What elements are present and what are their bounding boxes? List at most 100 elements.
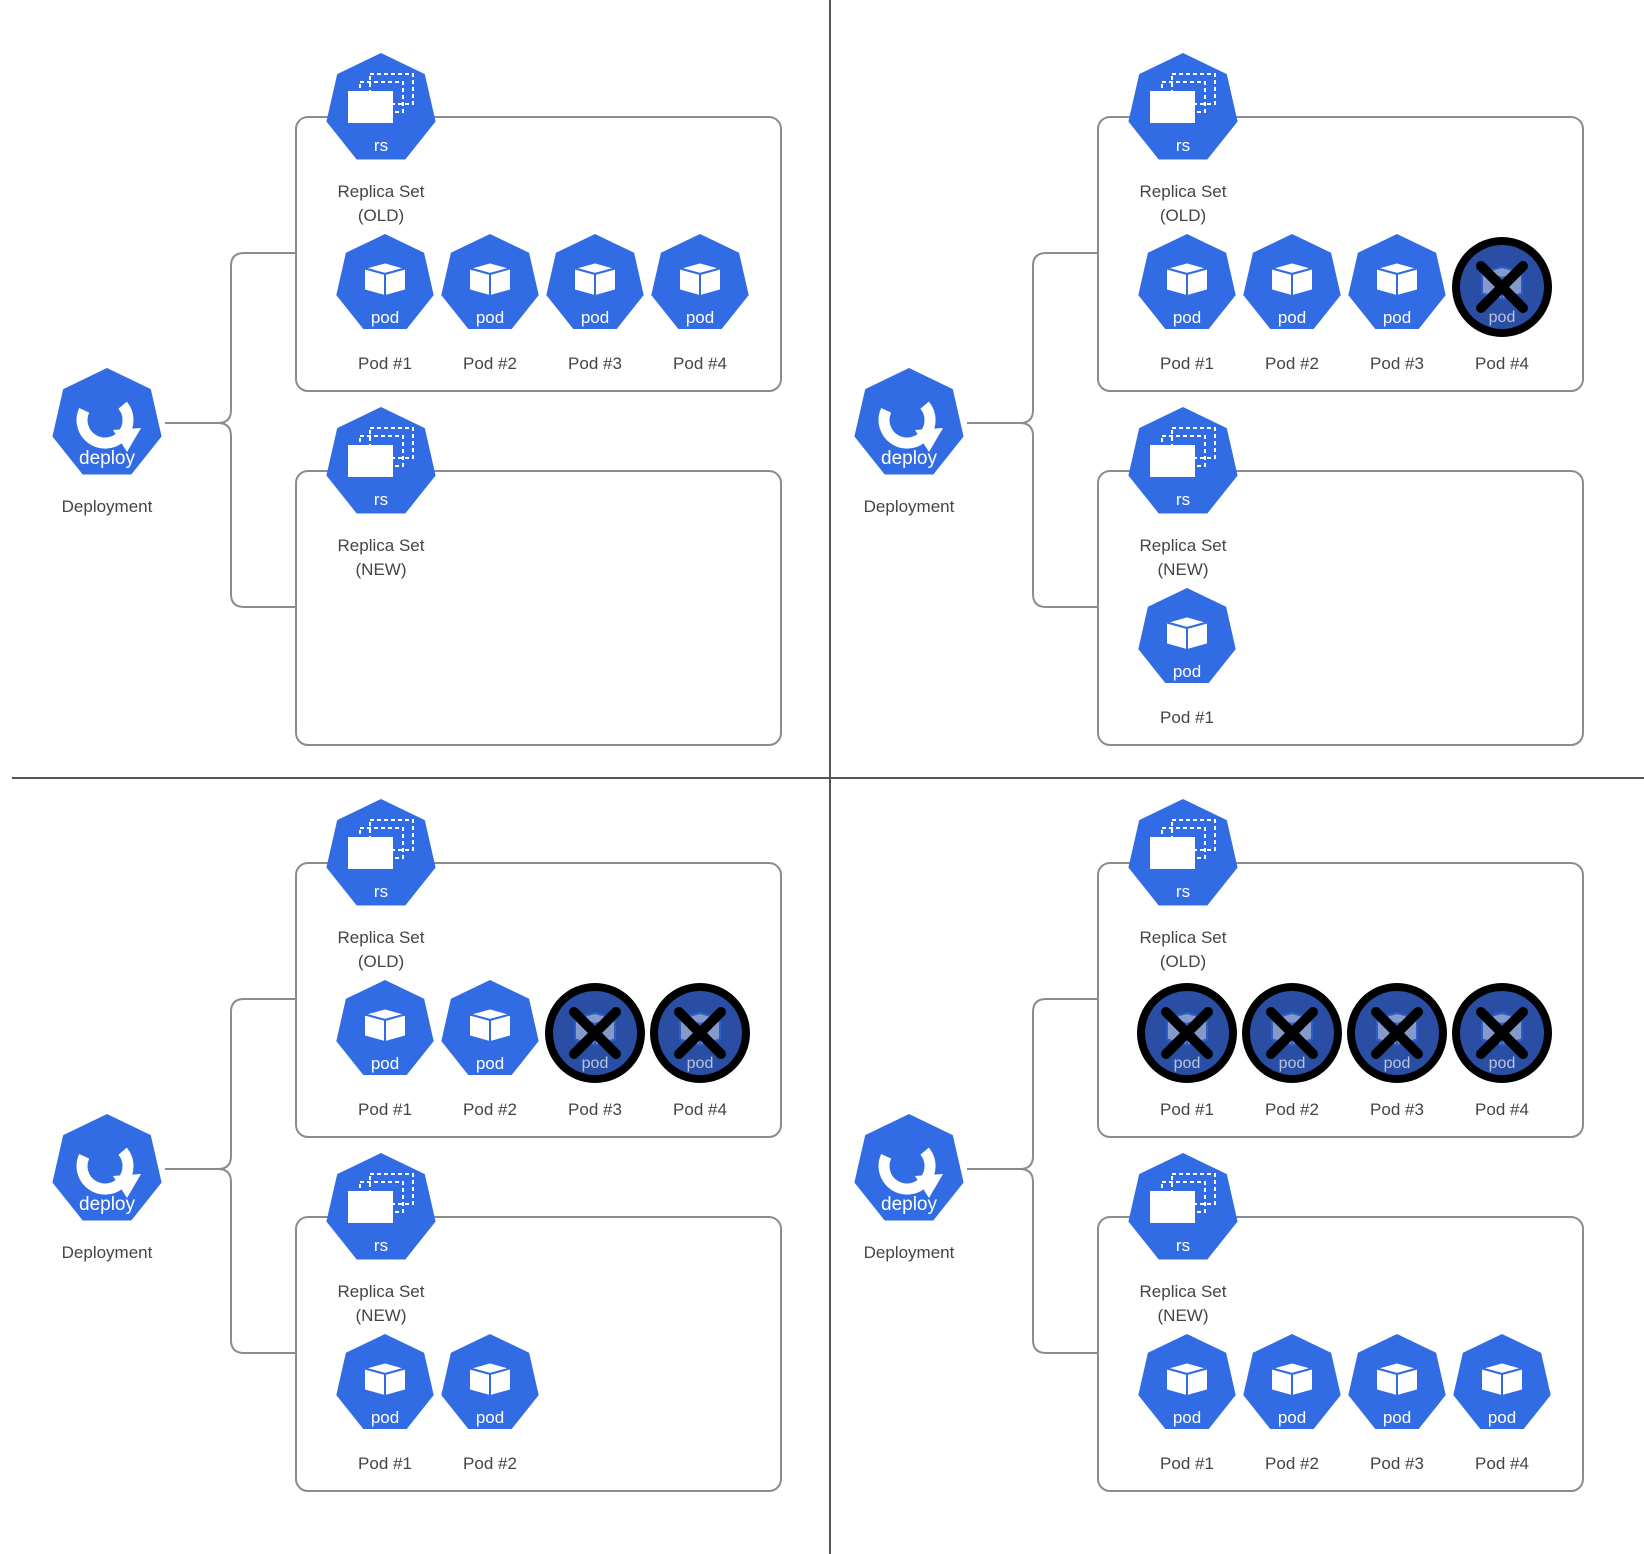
old-pod-4-icon: pod xyxy=(1452,237,1552,337)
old-pod-4-icon: pod xyxy=(650,983,750,1083)
pod-icon-label: pod xyxy=(1383,308,1411,327)
old-replica-set-box xyxy=(295,116,782,392)
old-pod-1-icon: pod xyxy=(1137,983,1237,1083)
old-pod-2-icon: pod xyxy=(1242,983,1342,1083)
terminated-x-icon xyxy=(674,1007,726,1059)
rs-icon-label: rs xyxy=(1176,490,1190,509)
old-replica-set-icon: rs xyxy=(326,799,436,906)
new-replica-set-icon: rs xyxy=(326,1153,436,1260)
deployment-icon: deploy xyxy=(52,368,162,475)
old-pod-2-icon: pod xyxy=(1243,234,1341,329)
new-pod-1-icon: pod xyxy=(336,1334,434,1429)
pod-icon-label: pod xyxy=(476,1054,504,1073)
old-pod-label: Pod #1 xyxy=(1160,1100,1214,1119)
new-replica-set-icon: rs xyxy=(326,407,436,514)
pod-icon-label: pod xyxy=(1278,1408,1306,1427)
pod-icon-label: pod xyxy=(371,308,399,327)
cube-icon xyxy=(1375,1361,1419,1398)
cube-icon xyxy=(1480,1361,1524,1398)
stacked-pages-icon xyxy=(348,427,414,477)
new-rs-label-line1: Replica Set xyxy=(1140,536,1227,555)
new-pod-label: Pod #3 xyxy=(1370,1454,1424,1473)
new-pod-label: Pod #1 xyxy=(358,1454,412,1473)
old-pod-label: Pod #1 xyxy=(358,1100,412,1119)
old-pod-label: Pod #4 xyxy=(1475,354,1529,373)
terminated-x-icon xyxy=(1371,1007,1423,1059)
old-pod-3-icon: pod xyxy=(546,234,644,329)
pod-icon-label: pod xyxy=(476,308,504,327)
stacked-pages-icon xyxy=(1150,73,1216,123)
new-pod-label: Pod #1 xyxy=(1160,1454,1214,1473)
new-rs-label-line1: Replica Set xyxy=(1140,1282,1227,1301)
new-pod-2-icon: pod xyxy=(1243,1334,1341,1429)
rs-icon-label: rs xyxy=(1176,136,1190,155)
old-replica-set-icon: rs xyxy=(326,53,436,160)
pod-icon-label: pod xyxy=(476,1408,504,1427)
deploy-icon-label: deploy xyxy=(79,1194,135,1215)
new-pod-label: Pod #4 xyxy=(1475,1454,1529,1473)
cube-icon xyxy=(1165,615,1209,652)
cube-icon xyxy=(1375,261,1419,298)
deployment-label: Deployment xyxy=(864,1243,955,1262)
new-replica-set-box xyxy=(1097,470,1584,746)
pod-icon-label: pod xyxy=(1278,308,1306,327)
pod-icon-label: pod xyxy=(686,308,714,327)
old-pod-label: Pod #4 xyxy=(673,354,727,373)
pod-icon-label: pod xyxy=(1488,1408,1516,1427)
old-replica-set-box xyxy=(295,862,782,1138)
connector-new xyxy=(217,422,296,608)
new-replica-set-box xyxy=(1097,1216,1584,1492)
pod-icon-label: pod xyxy=(1173,662,1201,681)
connector-new xyxy=(217,1168,296,1354)
old-replica-set-icon: rs xyxy=(1128,799,1238,906)
pod-icon-label: pod xyxy=(1173,1408,1201,1427)
pod-icon-label: pod xyxy=(687,1055,714,1072)
old-pod-label: Pod #4 xyxy=(1475,1100,1529,1119)
new-replica-set-box xyxy=(295,470,782,746)
old-pod-label: Pod #3 xyxy=(568,1100,622,1119)
old-rs-label-line2: (OLD) xyxy=(1160,206,1206,225)
rs-icon-label: rs xyxy=(374,136,388,155)
old-rs-label-line2: (OLD) xyxy=(1160,952,1206,971)
new-pod-label: Pod #2 xyxy=(1265,1454,1319,1473)
rs-icon-label: rs xyxy=(374,490,388,509)
new-replica-set-box xyxy=(295,1216,782,1492)
old-pod-label: Pod #2 xyxy=(463,354,517,373)
rs-icon-label: rs xyxy=(374,1236,388,1255)
new-pod-1-icon: pod xyxy=(1138,1334,1236,1429)
old-pod-label: Pod #3 xyxy=(1370,354,1424,373)
connector-old xyxy=(967,252,1098,424)
stacked-pages-icon xyxy=(348,73,414,123)
old-pod-2-icon: pod xyxy=(441,234,539,329)
cube-icon xyxy=(1165,261,1209,298)
deploy-icon-label: deploy xyxy=(79,448,135,469)
pod-icon-label: pod xyxy=(582,1055,609,1072)
new-rs-label-line2: (NEW) xyxy=(356,1306,407,1325)
old-rs-label-line1: Replica Set xyxy=(1140,928,1227,947)
terminated-x-icon xyxy=(1266,1007,1318,1059)
new-rs-label-line2: (NEW) xyxy=(356,560,407,579)
old-rs-label-line2: (OLD) xyxy=(358,206,404,225)
new-replica-set-icon: rs xyxy=(1128,1153,1238,1260)
old-pod-4-icon: pod xyxy=(651,234,749,329)
terminated-x-icon xyxy=(1476,1007,1528,1059)
rs-icon-label: rs xyxy=(374,882,388,901)
old-pod-3-icon: pod xyxy=(1348,234,1446,329)
new-pod-label: Pod #1 xyxy=(1160,708,1214,727)
old-pod-label: Pod #3 xyxy=(1370,1100,1424,1119)
pod-icon-label: pod xyxy=(1384,1055,1411,1072)
pod-icon-label: pod xyxy=(371,1408,399,1427)
cube-icon xyxy=(363,1361,407,1398)
old-pod-label: Pod #1 xyxy=(358,354,412,373)
pod-icon-label: pod xyxy=(1173,308,1201,327)
pod-icon-label: pod xyxy=(371,1054,399,1073)
stacked-pages-icon xyxy=(1150,819,1216,869)
pod-icon-label: pod xyxy=(1489,1055,1516,1072)
deployment-icon: deploy xyxy=(52,1114,162,1221)
old-pod-label: Pod #1 xyxy=(1160,354,1214,373)
terminated-x-icon xyxy=(1161,1007,1213,1059)
